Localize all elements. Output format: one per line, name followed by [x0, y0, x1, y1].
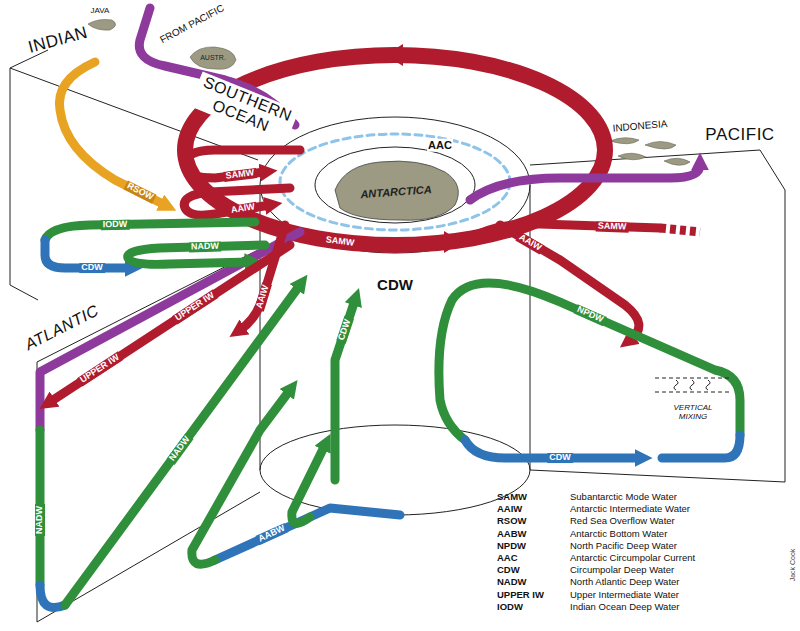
water-mass-label: CDW	[547, 453, 573, 463]
water-mass-label: CDW	[79, 263, 105, 273]
water-mass-label: NADW	[189, 241, 221, 252]
legend-description: Antarctic Circumpolar Current	[570, 553, 695, 564]
legend-description: Red Sea Overflow Water	[570, 516, 675, 527]
legend-description: Circumpolar Deep Water	[570, 565, 674, 576]
intermediate-water-path	[184, 188, 290, 215]
deep-water-path	[65, 285, 300, 605]
deep-water-path	[45, 222, 255, 240]
place-label: AUSTR.	[200, 54, 226, 62]
legend-abbreviation: UPPER IW	[497, 589, 544, 600]
water-mass-label: CDW	[377, 276, 413, 293]
water-mass-label: UPPER IW	[77, 352, 123, 387]
ocean-label: ATLANTIC	[22, 302, 102, 355]
basin-boxes	[10, 50, 785, 622]
water-mass-label: RSOW	[123, 180, 156, 203]
deep-water-path	[192, 390, 290, 564]
legend-description: North Pacific Deep Water	[570, 540, 677, 551]
water-mass-label: SAMW	[596, 221, 629, 232]
legend-abbreviation: AAC	[497, 553, 518, 564]
indonesia-land	[618, 153, 646, 160]
deep-water-path	[292, 445, 325, 523]
legend-abbreviation: CDW	[497, 565, 520, 576]
water-mass-label: SAMW	[323, 235, 356, 249]
water-mass-label: IODW	[101, 219, 130, 229]
process-note: VERTICAL MIXING	[667, 403, 719, 421]
place-label: JAVA	[91, 6, 110, 15]
legend-description: Antarctic Bottom Water	[570, 528, 667, 539]
water-mass-label: AAIW	[254, 282, 272, 312]
water-mass-label: NPDW	[574, 304, 607, 326]
water-mass-label: NADW	[35, 504, 45, 536]
water-mass-label: SAMW	[223, 168, 256, 182]
antarctic-shelf	[315, 147, 475, 223]
artist-credit: Jack Cook	[789, 549, 797, 582]
legend-description: Indian Ocean Deep Water	[570, 601, 680, 612]
red-sea-overflow-path	[59, 62, 165, 205]
bottom-water-path	[662, 435, 740, 458]
water-mass-label: UPPER IW	[172, 290, 218, 325]
mixing-swirl	[690, 380, 694, 390]
water-mass-label: NADW	[167, 433, 194, 465]
legend-description: Antarctic Intermediate Water	[570, 504, 690, 515]
water-mass-label: AAIW	[515, 231, 544, 254]
throughflow-path	[470, 165, 700, 200]
ocean-label: INDIAN	[26, 23, 90, 58]
indonesia-land	[645, 142, 676, 150]
vertical-mixing-symbol	[655, 378, 732, 392]
mode-water-path	[660, 228, 700, 232]
deep-water-path	[335, 300, 355, 480]
atlantic-basin-box	[37, 250, 260, 622]
deep-water-path	[36, 430, 45, 585]
legend-description: Upper Intermediate Water	[570, 589, 679, 600]
mixing-swirl	[706, 380, 710, 390]
current-arrowhead	[444, 231, 462, 253]
water-mass-label: AAIW	[228, 202, 257, 216]
java-land	[88, 20, 116, 31]
legend-description: North Atlantic Deep Water	[570, 577, 679, 588]
ocean-label: PACIFIC	[705, 125, 774, 145]
mixing-swirl	[674, 380, 678, 390]
antarctic-slope-flow	[280, 134, 510, 230]
ocean-label: SOUTHERN OCEAN	[189, 71, 299, 144]
legend-description: Subantarctic Mode Water	[570, 492, 677, 503]
australia-land	[190, 47, 236, 69]
antarctica-land	[335, 161, 458, 220]
legend-abbreviation: SAMW	[497, 492, 527, 503]
indonesia-land	[610, 138, 639, 144]
legend-abbreviation: AABW	[497, 528, 527, 539]
current-arrowhead	[385, 44, 403, 66]
place-label: ANTARCTICA	[360, 183, 432, 201]
flow-note: FROM PACIFIC	[158, 2, 226, 45]
mixing-level	[655, 378, 732, 392]
legend-abbreviation: NADW	[497, 577, 527, 588]
place-label: INDONESIA	[612, 118, 668, 134]
water-mass-label: CDW	[336, 316, 353, 343]
legend-abbreviation: IODW	[497, 601, 523, 612]
legend-abbreviation: NPDW	[497, 540, 526, 551]
deep-water-path	[439, 283, 740, 440]
indonesia-land	[664, 158, 690, 165]
water-mass-label: AABW	[255, 523, 288, 545]
current-label: AAC	[427, 139, 453, 152]
legend-abbreviation: AAIW	[497, 504, 522, 515]
water-mass-flows	[40, 8, 740, 608]
legend-abbreviation: RSOW	[497, 516, 527, 527]
